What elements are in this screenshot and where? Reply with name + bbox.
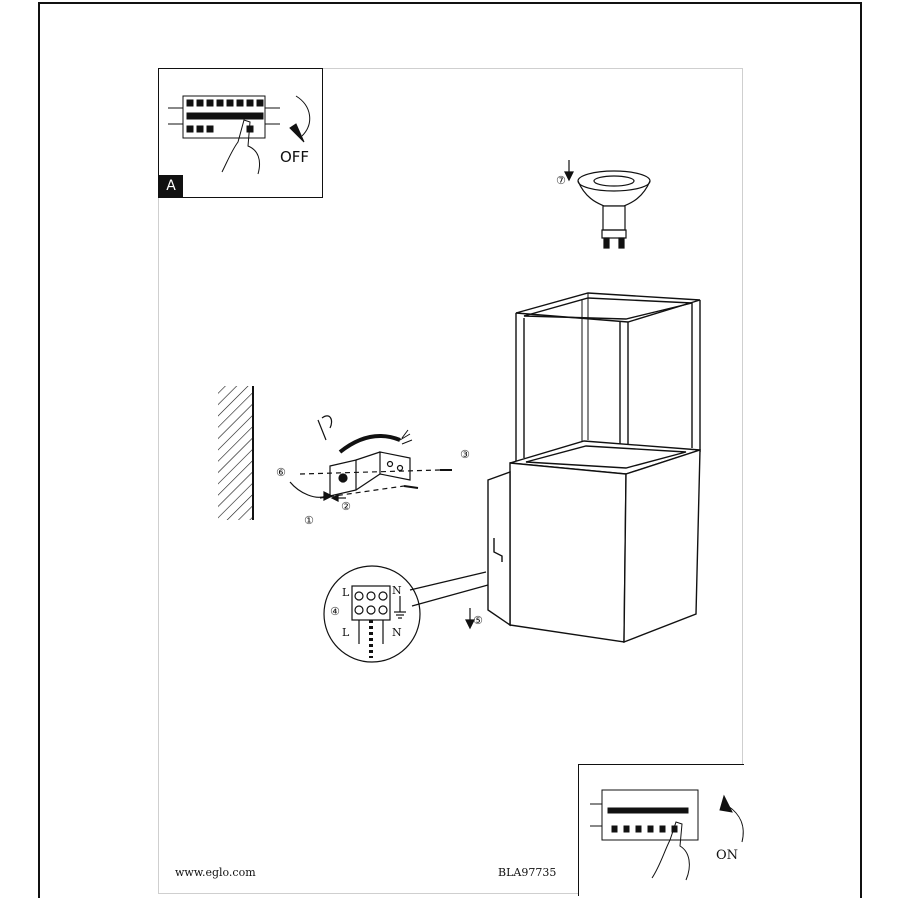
step-5-label: ⑤ xyxy=(473,614,483,627)
terminal-live-bottom: L xyxy=(342,626,350,639)
off-label: OFF xyxy=(280,148,310,166)
footer-website: www.eglo.com xyxy=(175,866,256,879)
terminal-neutral-top: N xyxy=(392,584,402,597)
step-1-label: ① xyxy=(304,514,314,527)
footer-model-number: BLA97735 xyxy=(498,866,557,879)
step-7-label: ⑦ xyxy=(556,174,566,187)
instruction-sheet xyxy=(158,68,743,894)
panel-switch-on xyxy=(578,764,744,896)
terminal-live-top: L xyxy=(342,586,350,599)
step-2-label: ② xyxy=(341,500,351,513)
step-4-label: ④ xyxy=(330,605,340,618)
step-3-label: ③ xyxy=(460,448,470,461)
panel-tag: A xyxy=(159,175,183,197)
terminal-neutral-bottom: N xyxy=(392,626,402,639)
panel-switch-off: A xyxy=(158,68,323,198)
page-frame xyxy=(38,2,862,898)
step-6-label: ⑥ xyxy=(276,466,286,479)
on-label: ON xyxy=(716,848,739,863)
